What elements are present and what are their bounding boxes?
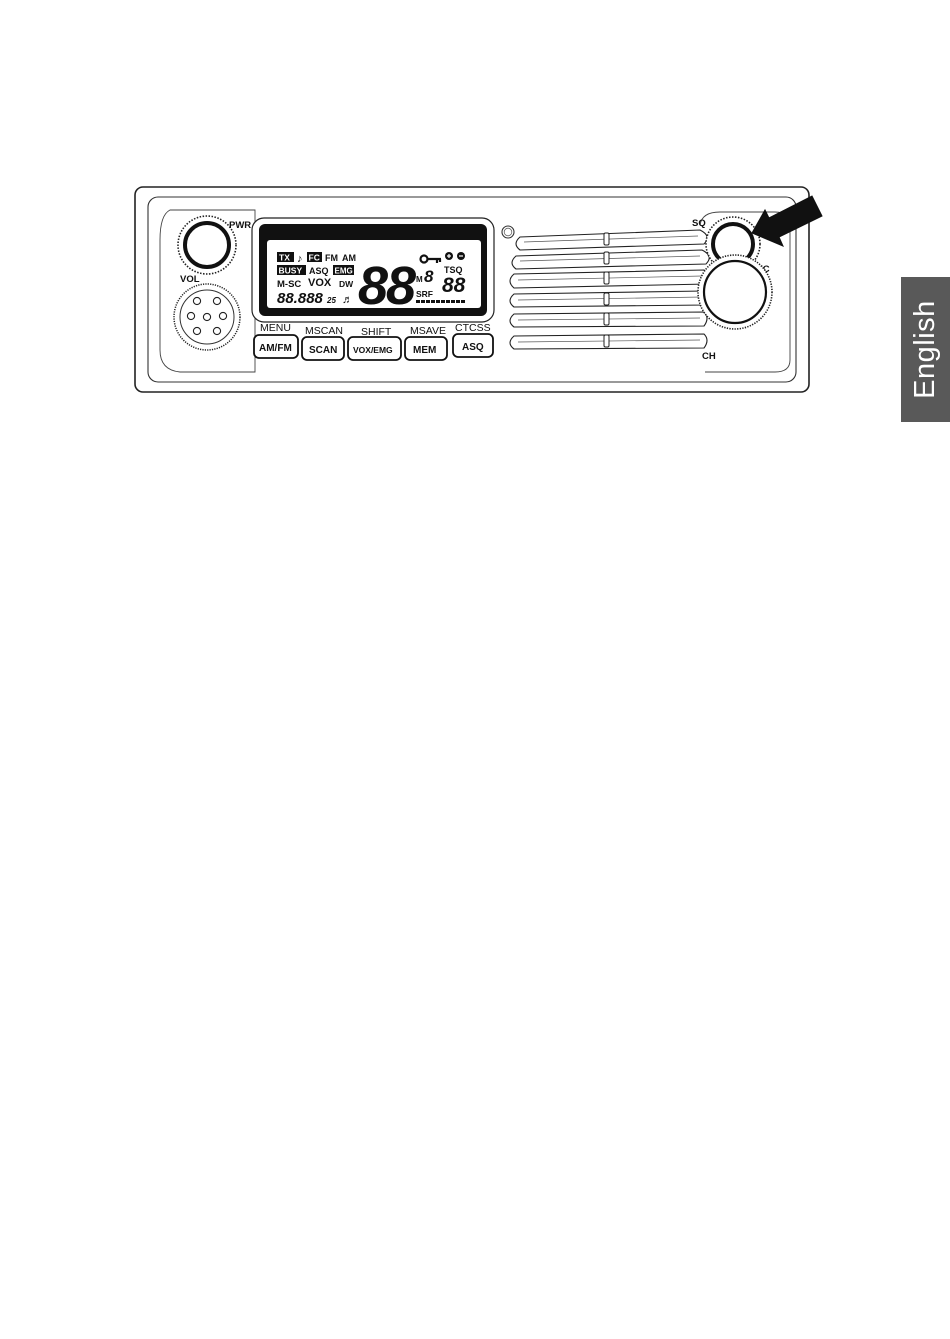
button-label-asq: ASQ: [462, 342, 484, 353]
lcd-frequency: 88.888: [277, 290, 324, 307]
button-top-label-mscan: MSCAN: [305, 325, 343, 337]
channel-knob[interactable]: [704, 261, 766, 323]
lcd-note: ♪: [297, 253, 303, 265]
radio-front-panel-diagram: PWR VOL TX ♪ FC FM AM BUSY ASQ EMG M-SC …: [0, 0, 950, 420]
sq-label: SQ: [692, 218, 706, 229]
lcd-asq: ASQ: [309, 266, 329, 276]
language-side-tab-label: English: [909, 300, 942, 399]
button-label-amfm: AM/FM: [259, 343, 292, 354]
lcd-vox: VOX: [308, 277, 332, 289]
vol-label: VOL: [180, 274, 200, 285]
lcd-m: M: [416, 275, 423, 284]
volume-knob[interactable]: [185, 223, 229, 267]
lcd-fm: FM: [325, 253, 338, 263]
ch-label: CH: [702, 351, 716, 362]
button-msave-mem[interactable]: MSAVE MEM: [405, 325, 447, 360]
lcd-dw: DW: [339, 279, 354, 289]
pwr-label: PWR: [229, 220, 251, 231]
button-label-voxemg: VOX/EMG: [353, 345, 393, 355]
lcd-note2: ♬: [342, 294, 353, 306]
button-top-label-menu: MENU: [260, 322, 291, 334]
lcd-srf: SRF: [416, 289, 433, 299]
button-label-scan: SCAN: [309, 345, 337, 356]
lcd-tx: TX: [279, 253, 290, 263]
lcd-busy: BUSY: [279, 266, 303, 276]
button-ctcss-asq[interactable]: CTCSS ASQ: [453, 322, 493, 357]
button-top-label-ctcss: CTCSS: [455, 322, 491, 334]
lcd-frequency-sub: 25: [326, 296, 336, 305]
language-side-tab: English: [901, 277, 950, 422]
button-top-label-msave: MSAVE: [410, 325, 446, 337]
lcd-mem-digit: 8: [424, 267, 434, 286]
lcd-am: AM: [342, 253, 356, 263]
lcd-emg: EMG: [335, 267, 353, 276]
lcd-small-digits: 88: [442, 274, 466, 297]
lcd-big-digits: 88: [358, 256, 416, 316]
button-mscan-scan[interactable]: MSCAN SCAN: [302, 325, 344, 360]
button-label-mem: MEM: [413, 345, 436, 356]
lcd-msc: M-SC: [277, 279, 301, 290]
lcd-fc: FC: [309, 253, 320, 263]
